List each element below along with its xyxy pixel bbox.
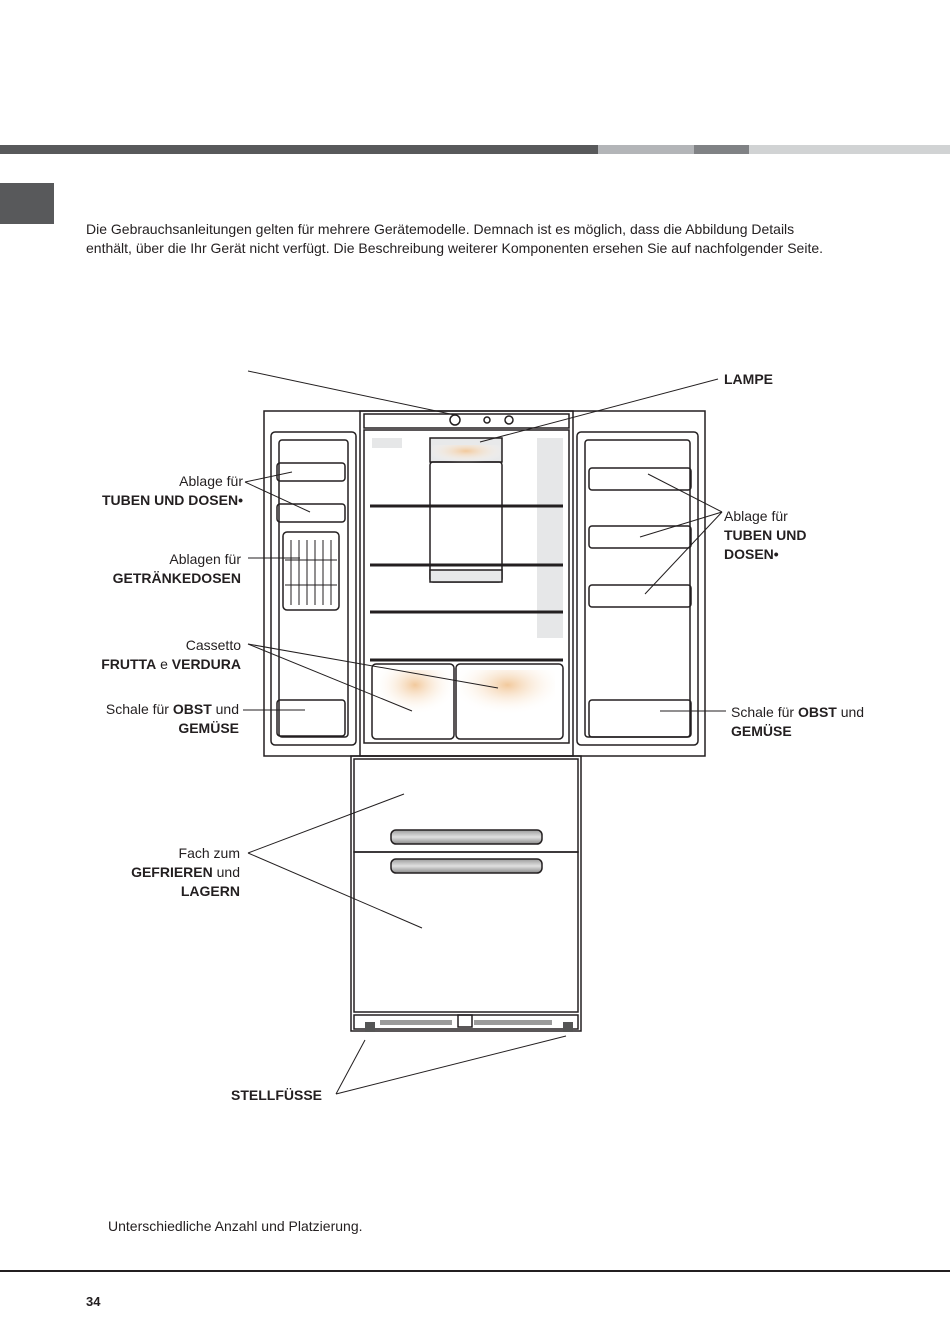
label-getraenke-2: GETRÄNKEDOSEN (112, 570, 241, 586)
label-ablage-left: Ablage für TUBEN UND DOSEN• (102, 472, 243, 510)
label-lampe: LAMPE (724, 370, 773, 389)
label-fach-gefrieren: GEFRIEREN (131, 864, 213, 880)
label-ablage-left-1: Ablage für (179, 473, 243, 489)
header-bar-mid (694, 145, 749, 154)
label-schale-left-und: und (211, 701, 239, 717)
label-schale-right-obst: OBST (797, 704, 837, 720)
leader-lines (243, 370, 726, 1095)
freezer-drawers (350, 755, 582, 1032)
label-getraenke-1: Ablagen für (169, 551, 241, 567)
footnote: Unterschiedliche Anzahl und Platzierung. (108, 1218, 363, 1234)
label-fach: Fach zum GEFRIEREN und LAGERN (131, 844, 240, 901)
label-lampe-text: LAMPE (724, 371, 773, 387)
header-bar-dark (0, 145, 598, 154)
label-ablage-right-1: Ablage für (724, 508, 788, 524)
label-fach-lagern: LAGERN (180, 883, 240, 899)
label-ablage-right-3: DOSEN• (724, 546, 779, 562)
label-schale-right-und: und (836, 704, 865, 720)
header-bar-lightest (749, 145, 950, 154)
intro-text: Die Gebrauchsanleitungen gelten für mehr… (86, 220, 906, 258)
label-ablage-left-2: TUBEN UND DOSEN• (101, 492, 243, 508)
label-fach-und: und (212, 864, 240, 880)
label-schale-right: Schale für OBST und GEMÜSE (731, 703, 864, 741)
label-getraenkedosen: Ablagen für GETRÄNKEDOSEN (113, 550, 241, 588)
label-cassetto: Cassetto FRUTTA e VERDURA (101, 636, 241, 674)
label-cassetto-frutta: FRUTTA (101, 656, 157, 672)
footer-rule (0, 1270, 950, 1272)
label-schale-left: Schale für OBST und GEMÜSE (106, 700, 239, 738)
label-ablage-right: Ablage für TUBEN UND DOSEN• (724, 507, 806, 564)
label-schale-left-a: Schale für (105, 701, 173, 717)
intro-line-1: Die Gebrauchsanleitungen gelten für mehr… (86, 221, 795, 237)
label-schale-left-gemuese: GEMÜSE (178, 720, 239, 736)
label-schale-left-obst: OBST (172, 701, 212, 717)
label-ablage-right-2: TUBEN UND (724, 527, 807, 543)
label-cassetto-e: e (156, 656, 172, 672)
intro-line-2: enthält, über die Ihr Gerät nicht verfüg… (86, 240, 824, 256)
section-tab (0, 183, 54, 224)
page-number: 34 (86, 1294, 101, 1309)
label-fach-1: Fach zum (178, 845, 240, 861)
label-stellfuesse-text: STELLFÜSSE (231, 1087, 323, 1103)
header-bar-light (598, 145, 694, 154)
fridge-top-cabinet (263, 410, 706, 757)
label-schale-right-a: Schale für (731, 704, 798, 720)
label-cassetto-verdura: VERDURA (171, 656, 241, 672)
label-cassetto-1: Cassetto (185, 637, 241, 653)
can-rack (285, 540, 337, 605)
label-schale-right-gemuese: GEMÜSE (731, 723, 792, 739)
label-stellfuesse: STELLFÜSSE (231, 1086, 322, 1105)
